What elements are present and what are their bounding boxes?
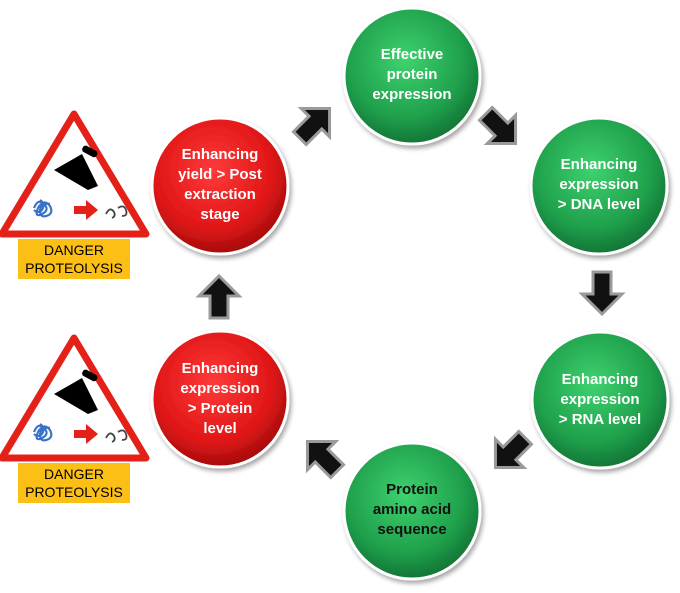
arrow-effective-to-dna bbox=[470, 98, 532, 160]
node-effective-protein-expression-line-3: expression bbox=[372, 86, 451, 103]
node-rna-line-1: Enhancing bbox=[562, 371, 639, 388]
arrow-sequence-to-protein bbox=[291, 425, 353, 487]
node-sequence-line-2: amino acid bbox=[373, 501, 451, 518]
arrow-rna-to-sequence bbox=[479, 422, 541, 484]
node-effective-protein-expression-line-1: Effective bbox=[381, 46, 444, 63]
node-yield-line-3: extraction bbox=[184, 186, 256, 203]
node-enhancing-expression-dna-level bbox=[529, 116, 669, 256]
danger-label bbox=[18, 239, 130, 279]
node-enhancing-yield-post-extraction bbox=[150, 116, 290, 256]
node-dna-line-2: expression bbox=[559, 176, 638, 193]
node-enhancing-expression-rna-level bbox=[530, 330, 670, 470]
node-protein-level-line-1: Enhancing bbox=[182, 360, 259, 377]
node-sequence-line-1: Protein bbox=[386, 481, 438, 498]
danger-label-line-1: DANGER bbox=[44, 466, 104, 482]
node-effective-protein-expression-line-2: protein bbox=[387, 66, 438, 83]
protein-chain-icon bbox=[32, 199, 53, 218]
red-arrow-icon bbox=[74, 200, 98, 220]
node-protein-level-line-3: > Protein bbox=[188, 400, 253, 417]
node-protein-level-line-4: level bbox=[203, 420, 236, 437]
node-rna-line-3: > RNA level bbox=[559, 411, 641, 428]
node-yield-line-2: yield > Post bbox=[178, 166, 262, 183]
node-effective-protein-expression bbox=[342, 6, 482, 146]
danger-label-line-2: PROTEOLYSIS bbox=[25, 484, 123, 500]
node-rna-line-2: expression bbox=[560, 391, 639, 408]
peptide-fragments-icon bbox=[105, 205, 128, 219]
arrow-dna-to-rna bbox=[580, 270, 624, 316]
danger-label bbox=[18, 463, 130, 503]
warning-sign-top: DANGER PROTEOLYSIS bbox=[0, 110, 150, 279]
node-yield-line-4: stage bbox=[200, 206, 239, 223]
node-enhancing-expression-protein-level bbox=[150, 329, 290, 469]
danger-label-line-1: DANGER bbox=[44, 242, 104, 258]
arrow-yield-to-effective bbox=[284, 92, 346, 154]
node-protein-amino-acid-sequence bbox=[342, 441, 482, 581]
node-dna-line-1: Enhancing bbox=[561, 156, 638, 173]
peptide-fragments-icon bbox=[105, 429, 128, 443]
knife-icon bbox=[54, 145, 98, 190]
warning-sign-bottom: DANGER PROTEOLYSIS bbox=[0, 334, 150, 503]
knife-icon bbox=[54, 369, 98, 414]
node-yield-line-1: Enhancing bbox=[182, 146, 259, 163]
danger-label-line-2: PROTEOLYSIS bbox=[25, 260, 123, 276]
node-protein-level-line-2: expression bbox=[180, 380, 259, 397]
red-arrow-icon bbox=[74, 424, 98, 444]
node-sequence-line-3: sequence bbox=[377, 521, 446, 538]
arrow-protein-to-yield bbox=[197, 274, 241, 320]
node-dna-line-3: > DNA level bbox=[558, 196, 640, 213]
protein-chain-icon bbox=[32, 423, 53, 442]
